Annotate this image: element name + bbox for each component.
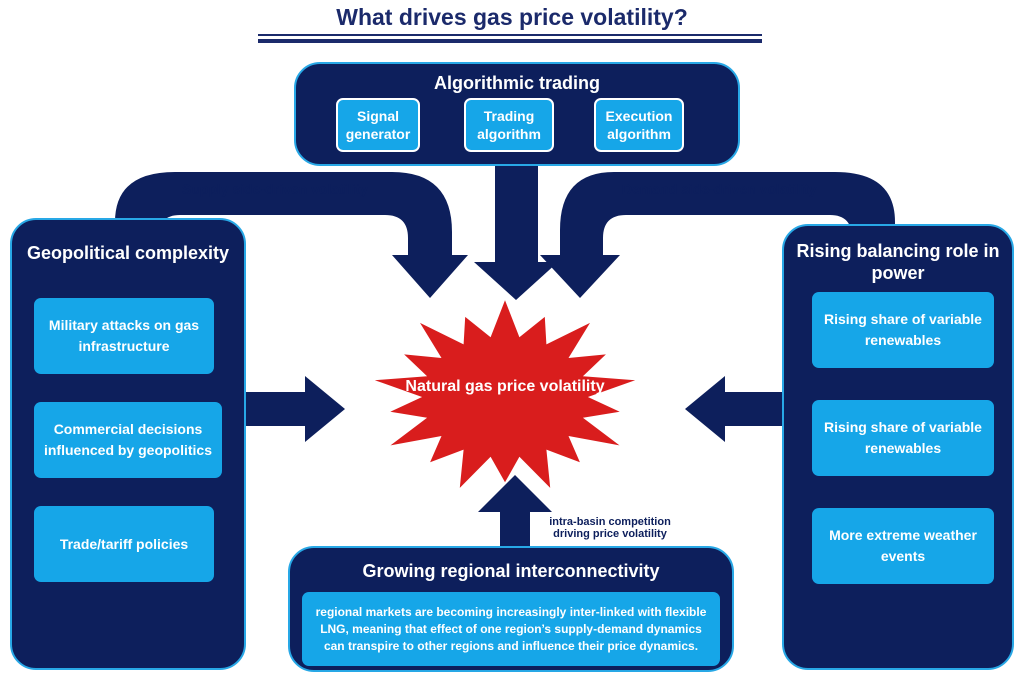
regional-title: Growing regional interconnectivity bbox=[362, 561, 660, 581]
extreme-weather-chip: More extreme weather events bbox=[812, 508, 994, 584]
demand-side-arrow-icon bbox=[540, 172, 895, 298]
trading-algorithm-chip: Trading algorithm bbox=[464, 98, 554, 152]
supply-side-arrow-icon bbox=[115, 172, 468, 300]
execution-algorithm-chip: Execution algorithm bbox=[594, 98, 684, 152]
diagram-title: What drives gas price volatility? bbox=[336, 4, 688, 30]
regional-up-arrow-icon bbox=[478, 475, 552, 548]
demand-side-label: Demand side-driven volatility bbox=[622, 181, 817, 197]
supply-side-label: Supply side-driven volatility bbox=[182, 181, 368, 197]
balancing-title: Rising balancing role in power bbox=[796, 241, 1000, 283]
commercial-decisions-chip: Commercial decisions influenced by geopo… bbox=[34, 402, 222, 478]
algorithmic-down-arrow-icon bbox=[474, 158, 558, 300]
rising-balancing-panel: Rising balancing role in power Rising sh… bbox=[782, 224, 1014, 670]
variable-renewables-chip-2: Rising share of variable renewables bbox=[812, 400, 994, 476]
geopolitical-title: Geopolitical complexity bbox=[26, 243, 230, 263]
signal-generator-chip: Signal generator bbox=[336, 98, 420, 152]
algorithmic-trading-panel: Algorithmic trading Signal generator Tra… bbox=[294, 62, 740, 166]
algorithmic-trading-title: Algorithmic trading bbox=[434, 73, 600, 93]
center-label: Natural gas price volatility bbox=[405, 378, 605, 395]
starburst-icon bbox=[374, 300, 636, 488]
title-underline bbox=[258, 34, 762, 36]
balancing-left-arrow-icon bbox=[685, 376, 808, 442]
title-underline-thick bbox=[258, 39, 762, 43]
military-attacks-chip: Military attacks on gas infrastructure bbox=[34, 298, 214, 374]
geopolitical-complexity-panel: Geopolitical complexity Military attacks… bbox=[10, 218, 246, 670]
regional-interconnectivity-panel: Growing regional interconnectivity regio… bbox=[288, 546, 734, 672]
variable-renewables-chip-1: Rising share of variable renewables bbox=[812, 292, 994, 368]
regional-description: regional markets are becoming increasing… bbox=[302, 592, 720, 666]
regional-arrow-label: intra-basin competition driving price vo… bbox=[549, 516, 671, 540]
trade-tariff-chip: Trade/tariff policies bbox=[34, 506, 214, 582]
